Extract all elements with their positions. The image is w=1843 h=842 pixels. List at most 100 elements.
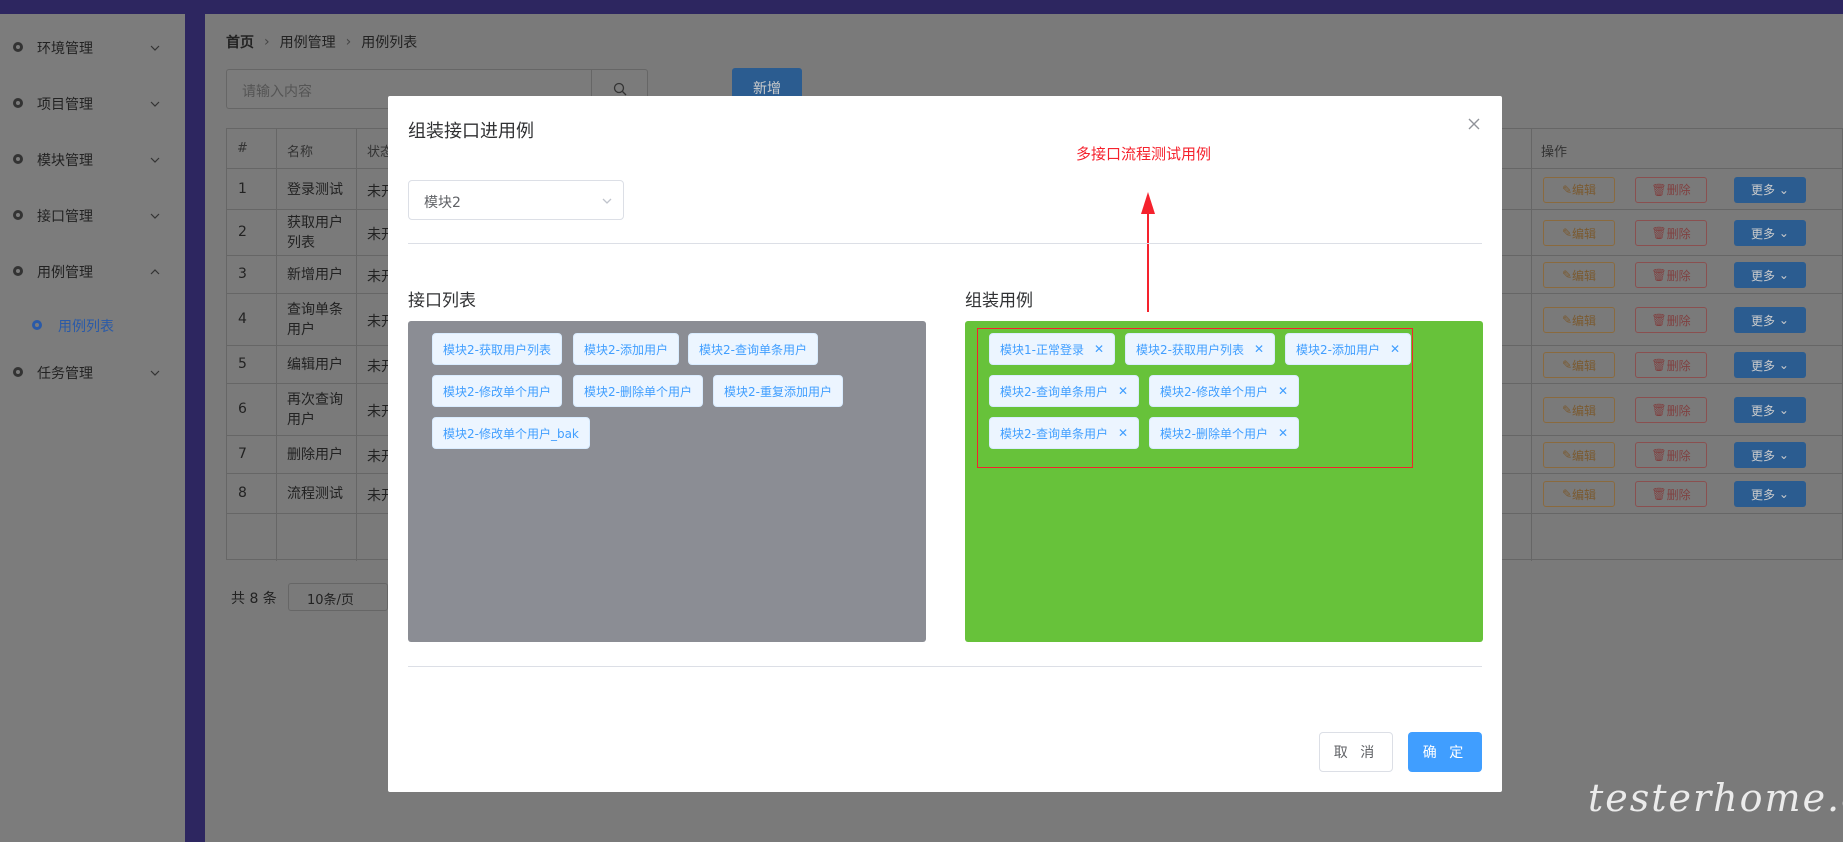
delete-button[interactable]: 🗑 删除 — [1635, 442, 1707, 468]
edit-button[interactable]: ✎ 编辑 — [1543, 481, 1615, 507]
chevron-down-icon — [602, 198, 612, 204]
more-button[interactable]: 更多 ⌄ — [1734, 220, 1806, 246]
more-button[interactable]: 更多 ⌄ — [1734, 397, 1806, 423]
cancel-button[interactable]: 取 消 — [1319, 732, 1393, 772]
more-label: 更多 — [1751, 448, 1776, 463]
api-tag[interactable]: 模块2-查询单条用户 — [688, 333, 818, 365]
more-label: 更多 — [1751, 313, 1776, 328]
edit-label: 编辑 — [1572, 448, 1597, 463]
row-name: 登录测试 — [287, 181, 343, 198]
more-button[interactable]: 更多 ⌄ — [1734, 307, 1806, 333]
more-button[interactable]: 更多 ⌄ — [1734, 481, 1806, 507]
sidebar-item-api[interactable]: 接口管理 — [0, 196, 185, 236]
sidebar-subitem-label: 用例列表 — [58, 319, 114, 335]
sidebar-item-label: 项目管理 — [37, 97, 93, 113]
case-step-tag[interactable]: 模块2-添加用户✕ — [1285, 333, 1412, 365]
delete-button[interactable]: 🗑 删除 — [1635, 176, 1707, 203]
pagination-total: 共 8 条 — [231, 591, 277, 607]
edit-button[interactable]: ✎ 编辑 — [1543, 352, 1615, 378]
edit-button[interactable]: ✎ 编辑 — [1543, 176, 1615, 203]
more-button[interactable]: 更多 ⌄ — [1734, 262, 1806, 288]
edit-label: 编辑 — [1572, 487, 1597, 502]
edit-label: 编辑 — [1572, 226, 1597, 241]
case-step-tag[interactable]: 模块2-删除单个用户✕ — [1149, 417, 1300, 449]
close-icon[interactable]: ✕ — [1093, 342, 1105, 356]
edit-button[interactable]: ✎ 编辑 — [1543, 220, 1615, 246]
sidebar-item-project[interactable]: 项目管理 — [0, 84, 185, 124]
annotation-text: 多接口流程测试用例 — [1076, 145, 1212, 163]
delete-button[interactable]: 🗑 删除 — [1635, 262, 1707, 288]
page-size-select[interactable]: 10条/页 — [288, 583, 388, 611]
edit-button[interactable]: ✎ 编辑 — [1543, 397, 1615, 423]
row-index: 2 — [238, 224, 247, 240]
api-tag[interactable]: 模块2-修改单个用户 — [432, 375, 562, 407]
delete-button[interactable]: 🗑 删除 — [1635, 397, 1707, 423]
more-button[interactable]: 更多 ⌄ — [1734, 176, 1806, 203]
api-list-title: 接口列表 — [408, 291, 476, 311]
more-label: 更多 — [1751, 226, 1776, 241]
sidebar-item-env[interactable]: 环境管理 — [0, 28, 185, 68]
case-step-tag[interactable]: 模块2-获取用户列表✕ — [1125, 333, 1276, 365]
delete-button[interactable]: 🗑 删除 — [1635, 220, 1707, 246]
case-step-tag[interactable]: 模块2-修改单个用户✕ — [1149, 375, 1300, 407]
col-ops: 操作 — [1541, 145, 1568, 160]
case-step-tag[interactable]: 模块2-查询单条用户✕ — [989, 417, 1140, 449]
api-tag[interactable]: 模块2-获取用户列表 — [432, 333, 562, 365]
row-index: 1 — [238, 180, 247, 197]
assembled-case-panel[interactable]: 模块1-正常登录 ✕ 模块2-获取用户列表✕ 模块2-添加用户✕ 模块2-查询单条… — [965, 321, 1483, 642]
location-icon — [13, 42, 23, 52]
annotation-highlight-box — [977, 328, 1413, 468]
close-icon[interactable]: ✕ — [1117, 384, 1129, 398]
api-tag[interactable]: 模块2-重复添加用户 — [713, 375, 843, 407]
sidebar: 环境管理 项目管理 模块管理 接口管理 用例管理 用例列表 任务管理 — [0, 14, 185, 842]
api-tag[interactable]: 模块2-添加用户 — [573, 333, 679, 365]
edit-button[interactable]: ✎ 编辑 — [1543, 442, 1615, 468]
assemble-case-dialog: 组装接口进用例 多接口流程测试用例 模块2 接口列表 组装用例 模块2-获取用户… — [388, 96, 1502, 792]
case-step-tag[interactable]: 模块2-查询单条用户✕ — [989, 375, 1140, 407]
edit-button[interactable]: ✎ 编辑 — [1543, 262, 1615, 288]
row-index: 5 — [238, 356, 247, 372]
close-icon[interactable]: ✕ — [1253, 342, 1265, 356]
dialog-title: 组装接口进用例 — [408, 121, 534, 142]
delete-button[interactable]: 🗑 删除 — [1635, 481, 1707, 507]
delete-button[interactable]: 🗑 删除 — [1635, 352, 1707, 378]
breadcrumb-home[interactable]: 首页 — [226, 35, 254, 51]
sidebar-subitem-case-list[interactable]: 用例列表 — [0, 306, 185, 346]
sidebar-item-task[interactable]: 任务管理 — [0, 353, 185, 393]
close-icon[interactable]: ✕ — [1277, 426, 1289, 440]
search-button[interactable] — [591, 70, 647, 108]
delete-button[interactable]: 🗑 删除 — [1635, 307, 1707, 333]
row-name: 编辑用户 — [287, 357, 343, 373]
sidebar-item-module[interactable]: 模块管理 — [0, 140, 185, 180]
close-icon[interactable] — [1466, 116, 1482, 132]
delete-label: 删除 — [1666, 448, 1691, 463]
top-bar — [0, 0, 1843, 14]
edit-button[interactable]: ✎ 编辑 — [1543, 307, 1615, 333]
row-name: 新增用户 — [287, 267, 343, 283]
sidebar-item-case[interactable]: 用例管理 — [0, 252, 185, 292]
edit-label: 编辑 — [1572, 268, 1597, 283]
module-select[interactable]: 模块2 — [408, 180, 624, 220]
close-icon[interactable]: ✕ — [1277, 384, 1289, 398]
chevron-up-icon — [150, 269, 160, 275]
more-label: 更多 — [1751, 487, 1776, 502]
delete-label: 删除 — [1666, 403, 1691, 418]
delete-label: 删除 — [1666, 487, 1691, 502]
api-tag[interactable]: 模块2-删除单个用户 — [573, 375, 703, 407]
chevron-down-icon — [150, 101, 160, 107]
api-tag[interactable]: 模块2-修改单个用户_bak — [432, 417, 590, 449]
case-step-tag[interactable]: 模块1-正常登录 ✕ — [989, 333, 1116, 365]
breadcrumb-item[interactable]: 用例管理 — [279, 35, 336, 51]
delete-label: 删除 — [1666, 226, 1691, 241]
more-button[interactable]: 更多 ⌄ — [1734, 352, 1806, 378]
location-icon — [13, 154, 23, 164]
close-icon[interactable]: ✕ — [1117, 426, 1129, 440]
delete-label: 删除 — [1666, 358, 1691, 373]
breadcrumb-separator: › — [264, 34, 270, 50]
api-list-panel[interactable]: 模块2-获取用户列表 模块2-添加用户 模块2-查询单条用户 模块2-修改单个用… — [408, 321, 926, 642]
more-label: 更多 — [1751, 183, 1776, 197]
more-button[interactable]: 更多 ⌄ — [1734, 442, 1806, 468]
tag-label: 模块1-正常登录 — [1000, 342, 1084, 357]
close-icon[interactable]: ✕ — [1389, 342, 1401, 356]
confirm-button[interactable]: 确 定 — [1408, 732, 1482, 772]
